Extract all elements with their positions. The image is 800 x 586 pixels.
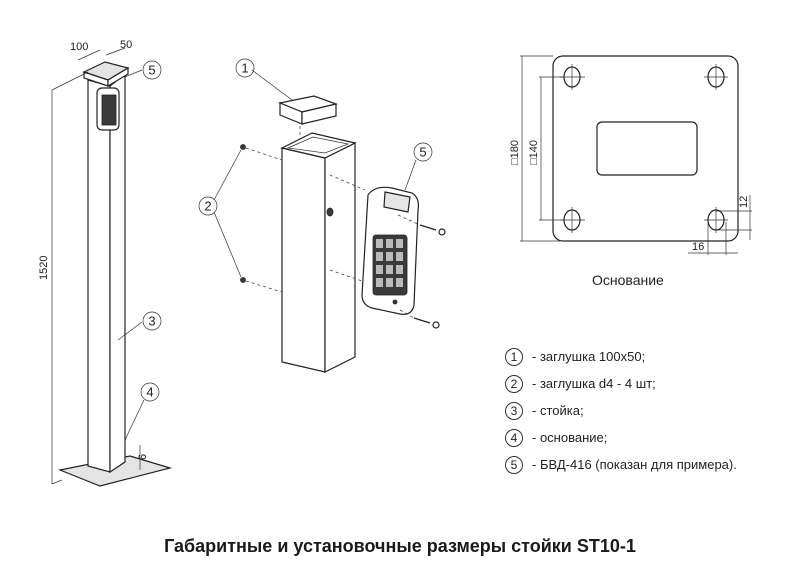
slot-height-dimension: 12	[738, 196, 750, 208]
base-plate-outline	[552, 55, 739, 242]
legend-number: 2	[505, 374, 523, 393]
svg-text:3: 3	[148, 314, 155, 329]
post-tube-front	[281, 147, 326, 373]
legend-text: - основание;	[532, 430, 608, 445]
svg-text:5: 5	[419, 145, 426, 160]
assembled-post-view: 1520 100 50 6 5 3 4	[38, 39, 173, 487]
legend-item: 4 - основание;	[505, 424, 737, 451]
exploded-view: 1 2 5	[198, 58, 446, 373]
legend-item: 3 - стойка;	[505, 397, 737, 424]
callout-5-circle	[142, 60, 162, 80]
slot-width-dimension: 16	[692, 241, 704, 253]
legend-text: - стойка;	[532, 403, 584, 418]
legend-number: 5	[505, 455, 523, 474]
height-dimension: 1520	[38, 256, 50, 280]
legend-number: 4	[505, 428, 523, 447]
legend-item: 2 - заглушка d4 - 4 шт;	[505, 370, 737, 397]
drawing-title: Габаритные и установочные размеры стойки…	[164, 536, 636, 556]
legend-text: - БВД-416 (показан для примера).	[532, 457, 737, 472]
depth-dimension: 50	[120, 39, 132, 51]
base-thickness-dimension: 6	[137, 454, 149, 460]
svg-text:2: 2	[204, 199, 211, 214]
post-side-face	[109, 72, 126, 474]
legend-number: 1	[505, 347, 523, 366]
base-caption: Основание	[592, 272, 664, 288]
hole-spacing-dimension: □140	[528, 140, 540, 165]
center-cutout	[596, 121, 698, 176]
post-front-face	[87, 79, 111, 473]
legend-number: 3	[505, 401, 523, 420]
legend-text: - заглушка 100x50;	[532, 349, 646, 364]
parts-legend: 1 - заглушка 100x50; 2 - заглушка d4 - 4 ш…	[505, 343, 737, 478]
legend-item: 5 - БВД-416 (показан для примера).	[505, 451, 737, 478]
legend-text: - заглушка d4 - 4 шт;	[532, 376, 656, 391]
base-plate-drawing: □180 □140 12 16	[509, 55, 752, 255]
legend-item: 1 - заглушка 100x50;	[505, 343, 737, 370]
width-dimension: 100	[70, 41, 88, 53]
svg-text:5: 5	[148, 63, 155, 78]
svg-text:1: 1	[241, 61, 248, 76]
post-tube-side	[324, 142, 356, 373]
svg-text:4: 4	[146, 385, 153, 400]
plate-size-dimension: □180	[509, 140, 521, 165]
